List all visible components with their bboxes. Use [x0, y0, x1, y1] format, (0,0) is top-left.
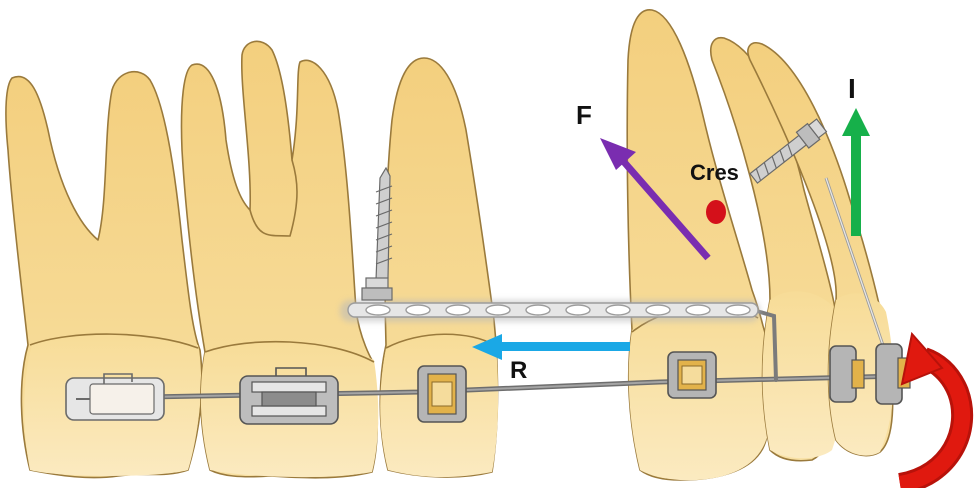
intrusion-label: I: [848, 73, 856, 104]
teeth-group: [5, 9, 894, 481]
retraction-vector: [472, 334, 630, 360]
miniscrew-icon: [361, 166, 393, 301]
center-of-resistance-dot: [706, 200, 726, 224]
bracket-icon: [667, 351, 717, 399]
rotation-arrow-icon: [897, 331, 974, 488]
bracket-icon: [417, 365, 467, 423]
elastic-chain-icon: [340, 300, 760, 322]
bracket-icon: [239, 367, 339, 425]
lateral-incisor-crown: [762, 291, 844, 459]
intrusion-vector: [842, 108, 870, 236]
force-label: F: [576, 100, 592, 130]
force-vector: [600, 138, 711, 261]
power-arm-hook: [758, 310, 778, 382]
cres-label: Cres: [690, 160, 739, 185]
molar-tube-icon: [65, 373, 165, 421]
retraction-label: R: [510, 357, 527, 384]
bracket-icon: [829, 345, 865, 403]
miniscrew-icon: [749, 118, 828, 184]
